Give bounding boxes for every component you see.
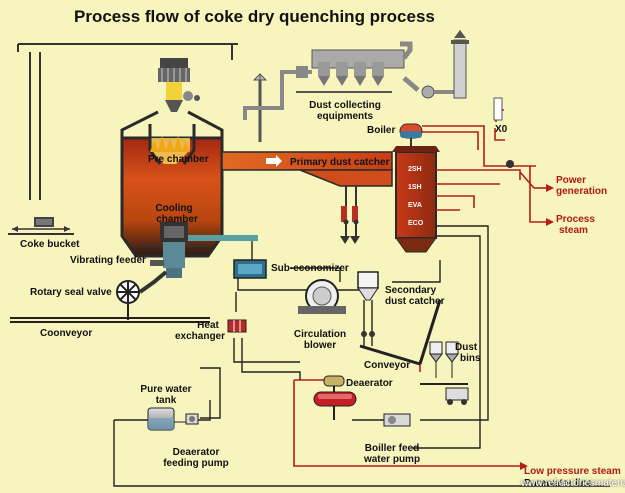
label-x0: X0	[495, 124, 508, 135]
pure-water-tank	[147, 407, 186, 431]
label-process-2: steam	[559, 225, 588, 236]
label-deaerator: Deaerator	[346, 378, 393, 389]
crane-structure	[17, 43, 238, 200]
deaerator	[313, 375, 357, 420]
dust-collecting-equipment	[243, 30, 469, 142]
label-left-conveyor: Coonveyor	[40, 328, 93, 339]
label-primary-dust-catcher: Primary dust catcher	[290, 157, 390, 168]
label-pure-water-2: tank	[155, 395, 177, 406]
label-pure-water-1: Pure water	[140, 384, 192, 395]
label-boiler: Boiler	[367, 125, 396, 136]
sub-economizer	[233, 259, 267, 279]
label-rotary-seal-valve: Rotary seal valve	[30, 287, 112, 298]
label-circulation-2: blower	[303, 340, 337, 351]
coke-bucket-icon	[8, 217, 74, 235]
heat-exchanger	[227, 319, 247, 333]
label-pre-chamber: Pre chamber	[148, 154, 209, 165]
label-deaerator-pump-1: Deaerator	[172, 447, 220, 458]
steam-arrows	[520, 184, 554, 470]
circulation-blower	[298, 279, 346, 314]
boiler-section-1sh: 1SH	[408, 184, 422, 191]
vibrating-feeder	[138, 235, 258, 294]
label-low-pressure-steam: Low pressure steam	[524, 466, 621, 477]
label-secondary-2: dust catcher	[385, 296, 445, 307]
boiler-section-eco: ECO	[408, 220, 424, 227]
label-dust-bins-2: bins	[460, 353, 481, 364]
label-cooling-2: chamber	[156, 214, 198, 225]
ash-valves	[343, 219, 375, 337]
label-boiler-pump-1: Boiller feed	[364, 443, 420, 454]
label-process-1: Process	[556, 214, 595, 225]
label-dust-collecting-1: Dust collecting	[309, 100, 381, 111]
piping-lines	[113, 225, 610, 487]
label-secondary-1: Secondary	[385, 285, 437, 296]
quenching-chamber	[120, 110, 224, 278]
label-boiler-pump-2: water pump	[363, 454, 421, 465]
deaerator-feeding-pump	[185, 413, 199, 425]
label-cooling-1: Cooling	[155, 203, 193, 214]
dust-bins	[359, 299, 469, 405]
label-power-1: Power	[556, 175, 587, 186]
boiler-section-2sh: 2SH	[408, 166, 422, 173]
label-heat-exchanger-1: Heat	[197, 320, 219, 331]
left-conveyor	[10, 317, 210, 323]
label-sub-economizer: Sub-economizer	[271, 263, 349, 274]
label-feedwater-line: Purewater line	[524, 478, 593, 489]
label-circulation-1: Circulation	[293, 329, 347, 340]
boiler-section-eva: EVA	[408, 202, 422, 209]
label-dust-bins-1: Dust	[455, 342, 478, 353]
label-power-2: generation	[556, 186, 608, 197]
turbine-icon	[493, 97, 514, 168]
page-title: Process flow of coke dry quenching proce…	[74, 7, 435, 26]
label-deaerator-pump-2: feeding pump	[163, 458, 229, 469]
watermark: www.refractoriesmaterial.com	[521, 478, 625, 489]
charging-device	[158, 58, 200, 112]
label-heat-exchanger-2: exchanger	[174, 331, 226, 342]
steam-lines	[293, 109, 546, 467]
boiler-feed-pump	[383, 413, 411, 427]
label-coke-bucket: Coke bucket	[20, 239, 80, 250]
boiler	[392, 123, 440, 253]
primary-dust-catcher	[221, 151, 393, 244]
rotary-seal-valve-icon	[116, 280, 140, 320]
label-right-conveyor: Conveyor	[364, 360, 411, 371]
secondary-dust-catcher	[357, 271, 379, 301]
label-vibrating-feeder: Vibrating feeder	[70, 255, 146, 266]
label-dust-collecting-2: equipments	[316, 111, 374, 122]
